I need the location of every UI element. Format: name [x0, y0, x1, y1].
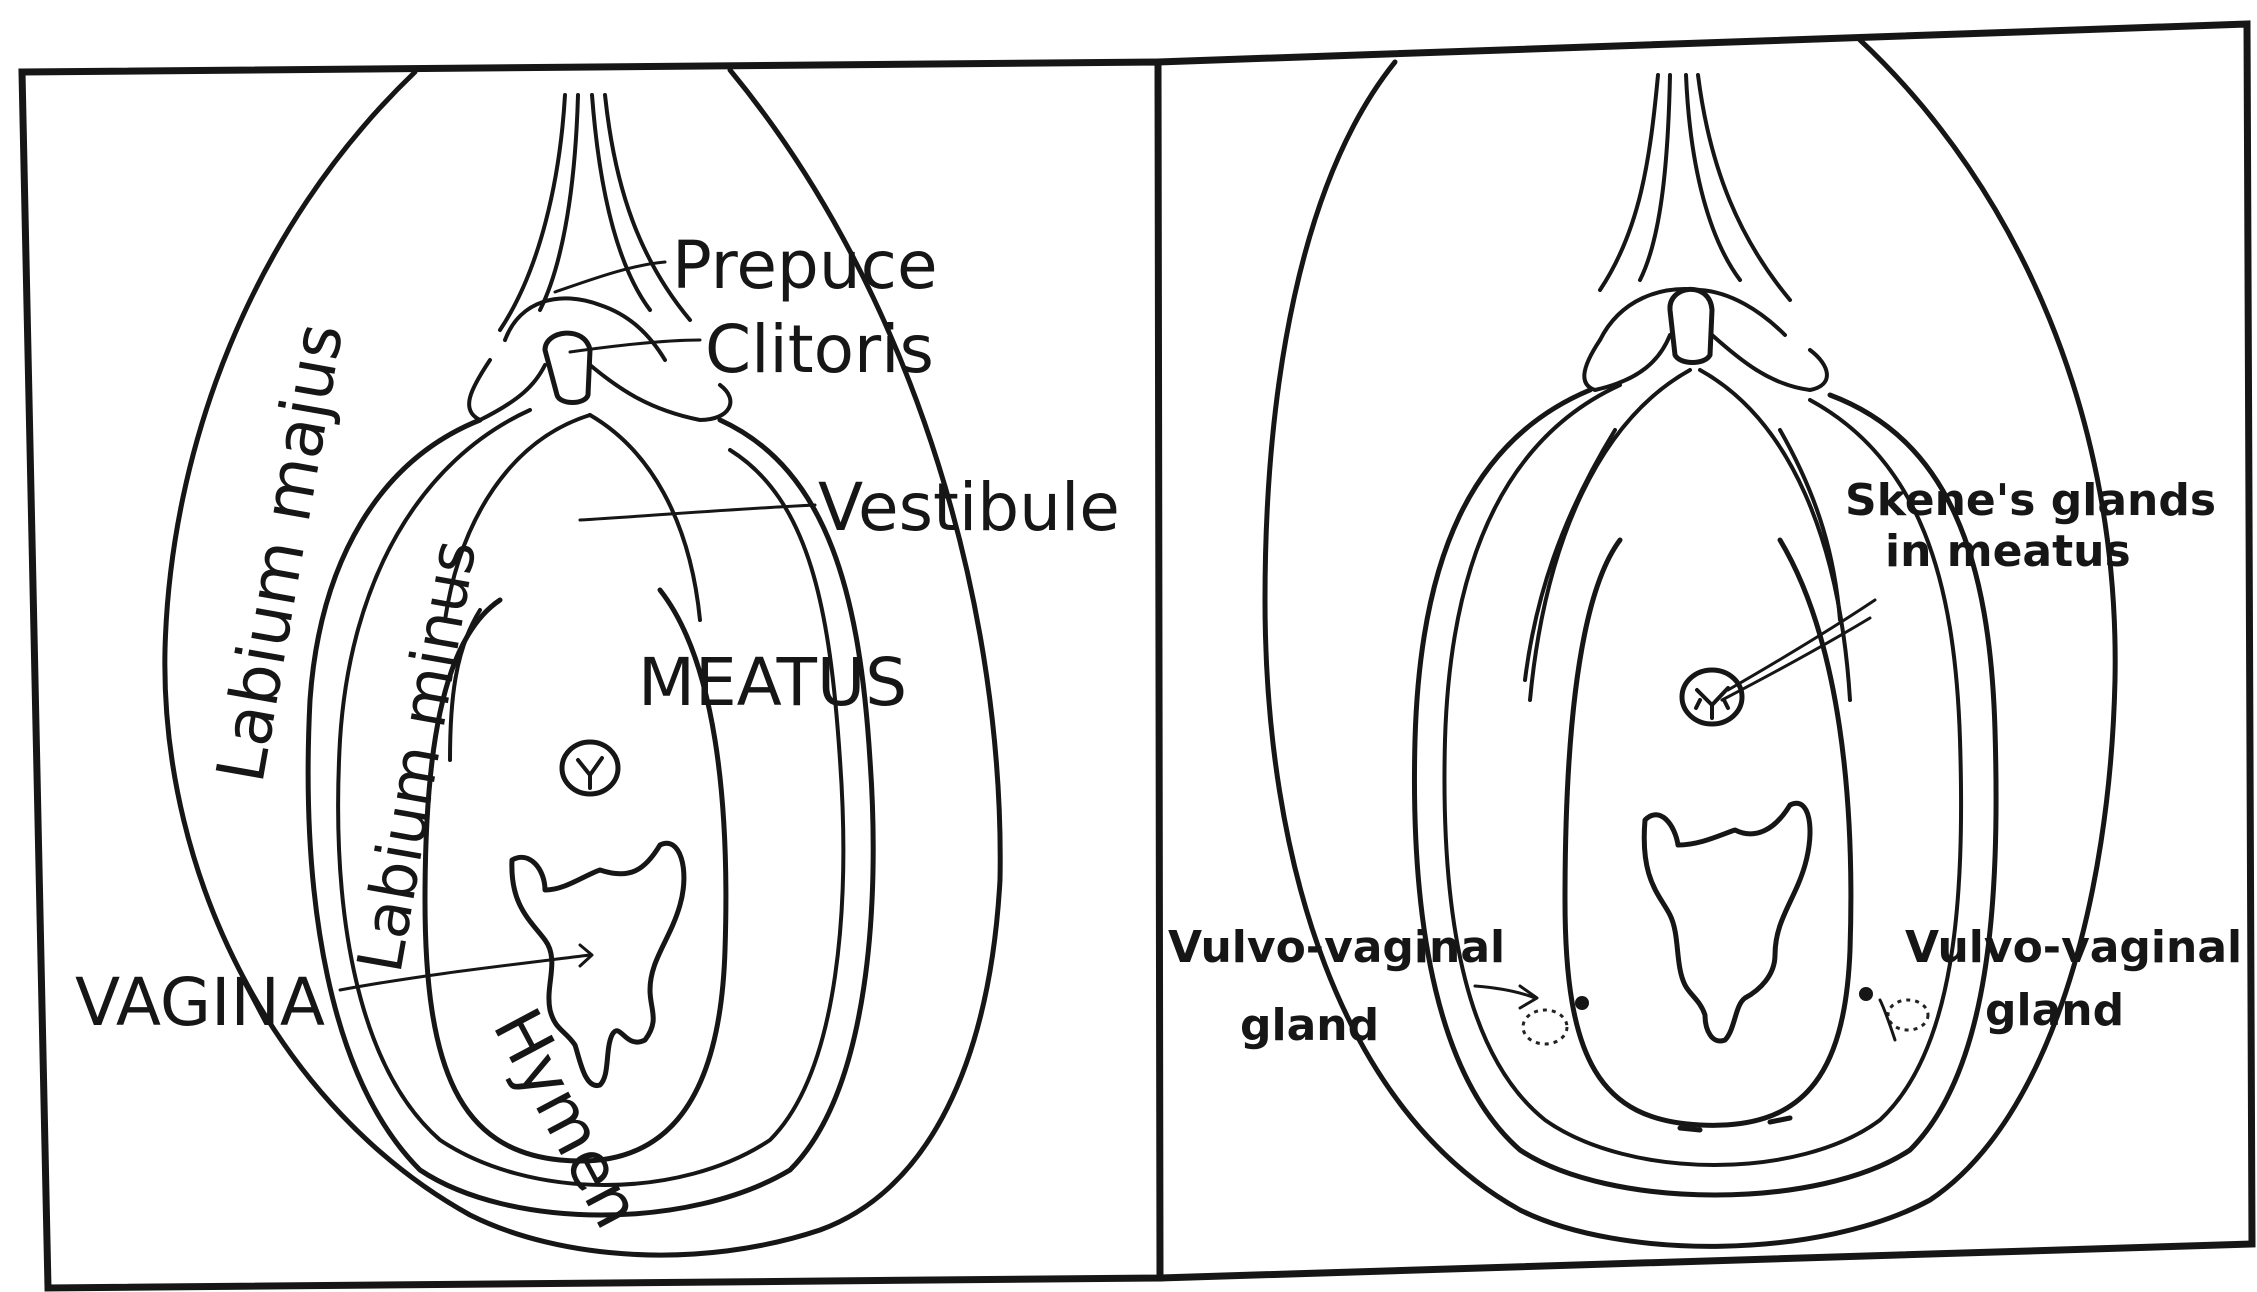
right-labels: Skene's glands in meatus Vulvo-vaginal g… — [1168, 475, 2242, 1051]
left-labels: Prepuce Clitoris Vestibule MEATUS VAGINA… — [75, 227, 1120, 1240]
label-clitoris: Clitoris — [705, 311, 934, 388]
label-labium-majus: Labium majus — [202, 318, 358, 788]
label-skenes-line1: Skene's glands — [1845, 475, 2216, 526]
label-prepuce: Prepuce — [672, 227, 938, 304]
label-vv-right-line2: gland — [1985, 985, 2124, 1036]
leader-skenes — [1728, 600, 1875, 690]
right-panel-frame — [1158, 24, 2252, 1278]
left-clitoris — [545, 333, 590, 402]
leader-prepuce — [555, 262, 665, 292]
left-meatus-opening — [562, 742, 618, 794]
label-meatus: MEATUS — [638, 644, 907, 721]
right-meatus-opening — [1682, 670, 1742, 724]
label-vv-left-line2: gland — [1240, 1000, 1379, 1051]
right-vaginal-opening — [1644, 803, 1810, 1041]
label-vestibule: Vestibule — [818, 469, 1120, 546]
leader-vestibule — [580, 505, 815, 520]
label-vv-left-line1: Vulvo-vaginal — [1168, 922, 1505, 973]
right-vulvo-vaginal-gland — [1859, 987, 1928, 1030]
right-clitoris — [1670, 289, 1712, 362]
label-skenes-line2: in meatus — [1885, 526, 2131, 577]
right-vulva-drawing — [1265, 40, 2115, 1246]
label-vv-right-line1: Vulvo-vaginal — [1905, 922, 2242, 973]
label-vagina: VAGINA — [75, 964, 325, 1041]
